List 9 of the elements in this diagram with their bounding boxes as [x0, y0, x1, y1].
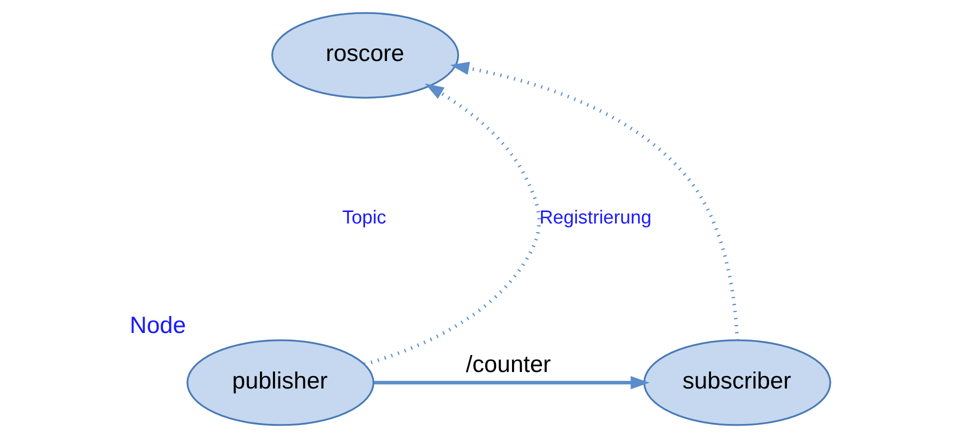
- edge-label: Registrierung: [538, 206, 651, 228]
- arrow: [450, 62, 739, 340]
- edge-label: /counter: [465, 351, 550, 378]
- node-ellipse: subscriber: [642, 339, 831, 426]
- node-label: Node: [129, 312, 186, 338]
- node-ellipse: publisher: [186, 339, 374, 426]
- arrow: [363, 84, 540, 366]
- arrow: [373, 376, 650, 390]
- label: Topic: [342, 206, 386, 228]
